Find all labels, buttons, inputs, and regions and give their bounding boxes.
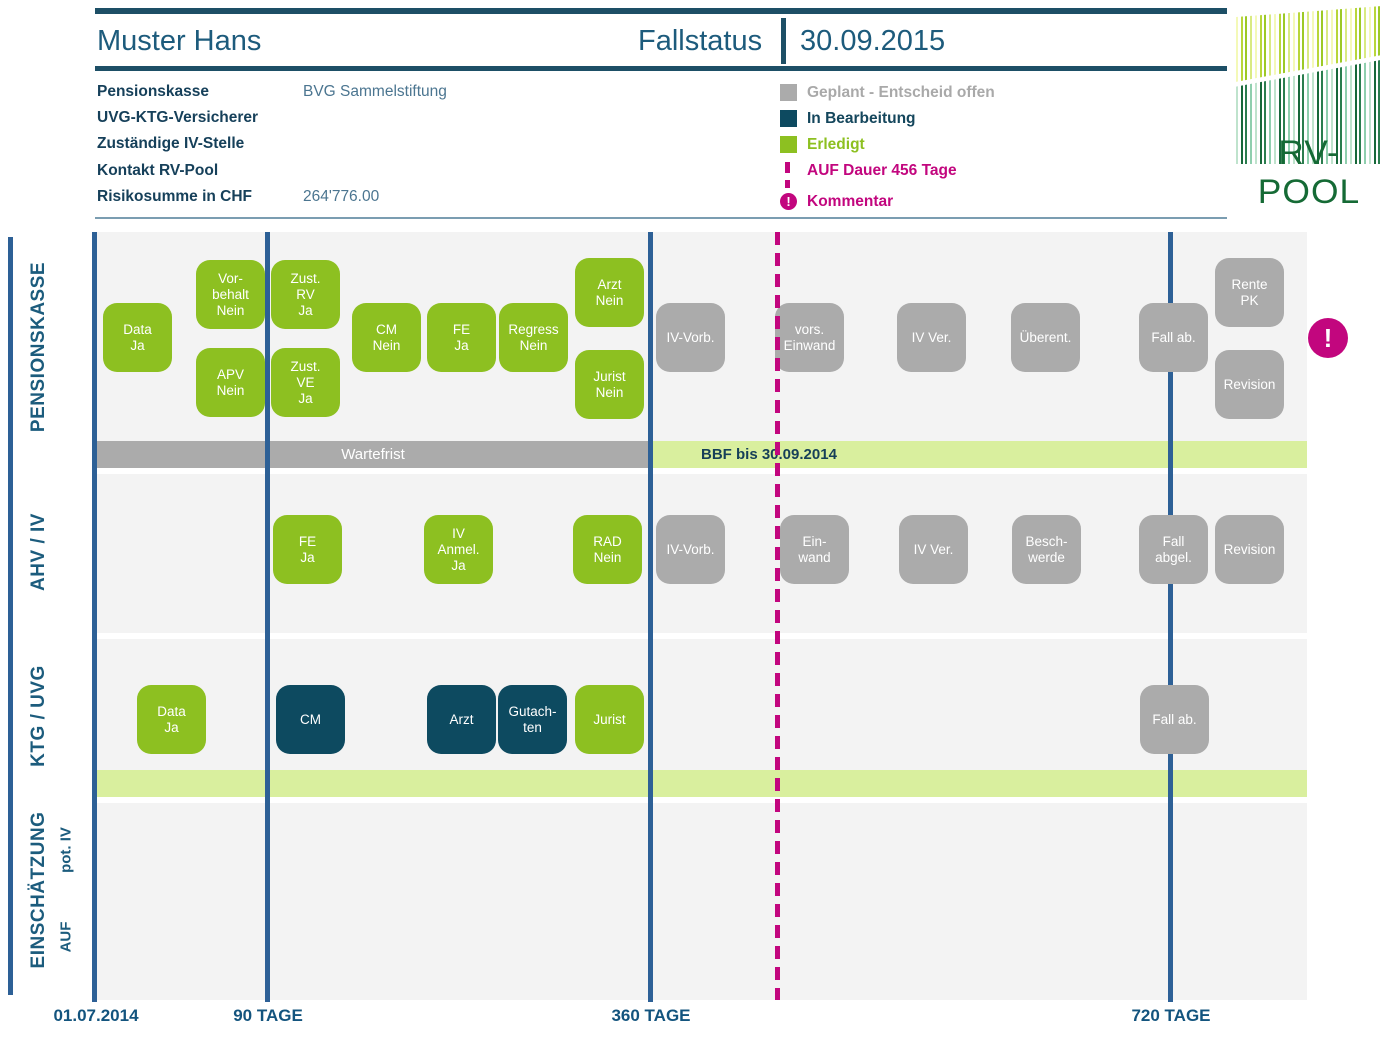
status-box-pk-vors-einwand[interactable]: vors. Einwand [775,303,844,372]
info-label: UVG-KTG-Versicherer [97,109,259,127]
legend: Geplant - Entscheid offen In Bearbeitung… [780,84,995,219]
auf-dauer-line [775,232,780,1000]
title-divider [781,18,786,64]
status-box-pk-jurist[interactable]: Jurist Nein [575,350,644,419]
info-value: BVG Sammelstiftung [303,83,447,100]
status-box-ktg-cm[interactable]: CM [276,685,345,754]
status-box-pk-zust-ve[interactable]: Zust. VE Ja [271,348,340,417]
status-box-ktg-jurist[interactable]: Jurist [575,685,644,754]
legend-item-auf-dauer: AUF Dauer 456 Tage [780,162,995,193]
status-box-pk-iv-vorb[interactable]: IV-Vorb. [656,303,725,372]
status-box-pk-data[interactable]: Data Ja [103,303,172,372]
axis-label-360: 360 TAGE [611,1006,691,1025]
legend-item-in-bearbeitung: In Bearbeitung [780,110,995,136]
status-box-ahv-beschwerde[interactable]: Besch- werde [1012,515,1081,584]
axis-label-720: 720 TAGE [1131,1006,1211,1025]
section-label-line [8,237,13,995]
header-bottom-rule [95,66,1227,71]
section-label-ktg-uvg: KTG / UVG [28,665,49,767]
logo-wordmark: RV-POOL [1257,134,1361,211]
header-separator [95,217,1227,219]
status-box-pk-cm[interactable]: CM Nein [352,303,421,372]
legend-item-erledigt: Erledigt [780,136,995,162]
timeline-90-line [265,232,270,1002]
info-row: Risikosumme in CHF 264'776.00 [97,188,447,214]
status-box-ktg-data[interactable]: Data Ja [137,685,206,754]
section-label-pot-iv: pot. IV [57,827,75,873]
status-box-ahv-einwand[interactable]: Ein- wand [780,515,849,584]
case-info: Pensionskasse BVG Sammelstiftung UVG-KTG-… [97,83,447,214]
info-row: UVG-KTG-Versicherer [97,109,447,135]
status-box-pk-zust-rv[interactable]: Zust. RV Ja [271,260,340,329]
info-row: Pensionskasse BVG Sammelstiftung [97,83,447,109]
info-label: Risikosumme in CHF [97,187,253,205]
info-label: Zuständige IV-Stelle [97,135,245,153]
status-date: 30.09.2015 [800,25,946,57]
comment-marker-icon[interactable]: ! [1308,318,1348,358]
status-box-ahv-rad[interactable]: RAD Nein [573,515,642,584]
section-label-auf: AUF [57,921,75,953]
legend-item-geplant: Geplant - Entscheid offen [780,84,995,110]
section-label-pensionskasse: PENSIONSKASSE [28,261,49,433]
patient-name: Muster Hans [97,25,262,57]
bbf-bar: BBF bis 30.09.2014 [651,441,1307,468]
timeline-360-line [648,232,653,1002]
status-box-ahv-revision[interactable]: Revision [1215,515,1284,584]
status-box-pk-apv[interactable]: APV Nein [196,348,265,417]
ktg-phase-bar [95,770,1307,797]
axis-label-90: 90 TAGE [233,1006,303,1025]
info-label: Kontakt RV-Pool [97,161,219,179]
info-value: 264'776.00 [303,187,380,205]
section-label-ahv-iv: AHV / IV [28,513,49,591]
info-label: Pensionskasse [97,83,210,100]
in-bearbeitung-swatch-icon [780,110,797,127]
status-box-ktg-gutachten[interactable]: Gutach- ten [498,685,567,754]
status-box-pk-vorbehalt[interactable]: Vor- behalt Nein [196,260,265,329]
info-row: Kontakt RV-Pool [97,162,447,188]
status-box-pk-rente-pk[interactable]: Rente PK [1215,258,1284,327]
status-box-pk-iv-ver[interactable]: IV Ver. [897,303,966,372]
legend-item-kommentar: !Kommentar [780,193,995,219]
header-top-rule [95,8,1227,14]
status-box-ahv-fe[interactable]: FE Ja [273,515,342,584]
section-label-einschaetzung: EINSCHÄTZUNG [28,811,49,969]
status-box-ahv-iv-vorb[interactable]: IV-Vorb. [656,515,725,584]
rv-pool-logo: RV-POOL [1236,6,1382,218]
status-box-pk-arzt[interactable]: Arzt Nein [575,258,644,327]
status-box-pk-fall-ab[interactable]: Fall ab. [1139,303,1208,372]
kommentar-icon: ! [780,193,797,210]
auf-dashed-line-icon [785,162,790,188]
status-box-ktg-fall-ab[interactable]: Fall ab. [1140,685,1209,754]
status-box-ahv-iv-anmel[interactable]: IV Anmel. Ja [424,515,493,584]
status-box-pk-ueberent[interactable]: Überent. [1011,303,1080,372]
status-box-ahv-fall-abgel[interactable]: Fall abgel. [1139,515,1208,584]
status-box-ktg-arzt[interactable]: Arzt [427,685,496,754]
status-box-ahv-iv-ver[interactable]: IV Ver. [899,515,968,584]
axis-label-start: 01.07.2014 [53,1006,139,1025]
wartefrist-bar: Wartefrist [95,441,651,468]
report-title: Fallstatus [638,25,763,57]
status-box-pk-revision[interactable]: Revision [1215,350,1284,419]
erledigt-swatch-icon [780,136,797,153]
timeline-start-line [92,232,97,1002]
timeline-720-line [1168,232,1173,1002]
einschaetzung-row-bg [95,803,1307,1000]
status-box-pk-regress[interactable]: Regress Nein [499,303,568,372]
status-box-pk-fe[interactable]: FE Ja [427,303,496,372]
geplant-swatch-icon [780,84,797,101]
info-row: Zuständige IV-Stelle [97,135,447,161]
